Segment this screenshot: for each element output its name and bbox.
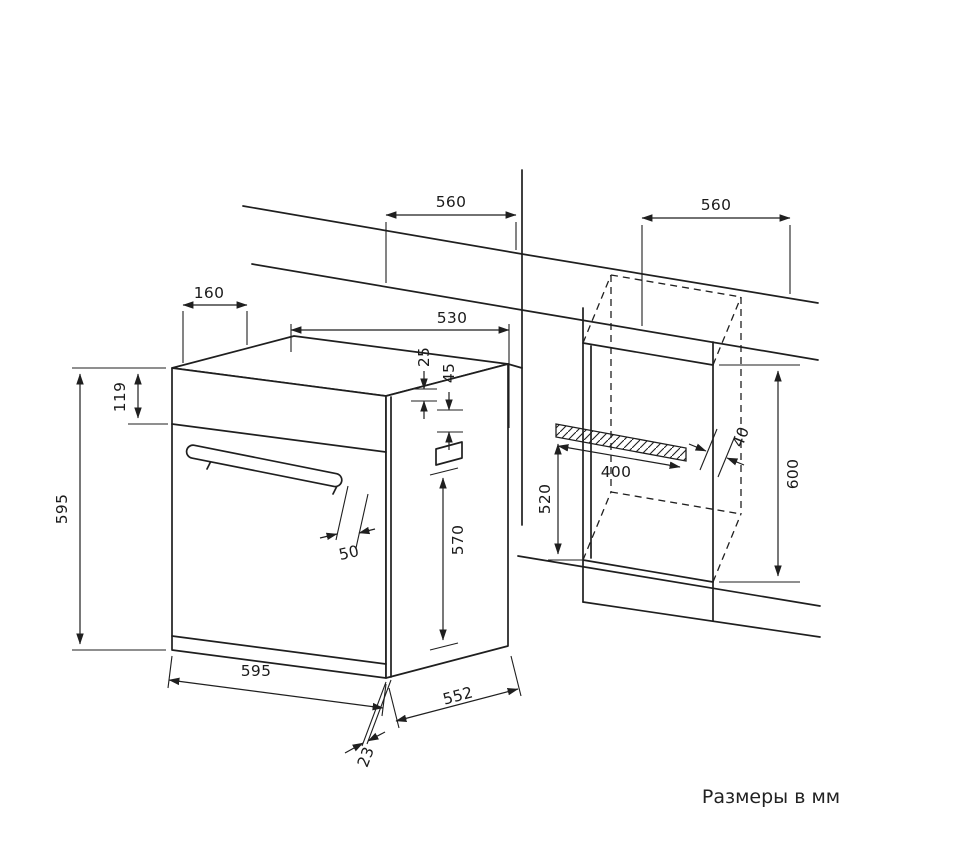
shelf-section-hatch (555, 423, 687, 462)
oven-isometric (171, 335, 523, 679)
dim-560-right: 560 (641, 196, 791, 326)
dim-560-left: 560 (385, 193, 517, 283)
dim-label-595-width: 595 (241, 662, 272, 680)
dim-570: 570 (429, 467, 467, 651)
dim-400: 400 (557, 444, 681, 481)
dim-label-45: 45 (440, 363, 458, 383)
room-corner-lines (242, 169, 819, 526)
side-anchor-cutout (435, 441, 463, 466)
dim-label-560-left: 560 (436, 193, 467, 211)
dim-25: 25 (411, 347, 437, 419)
dim-label-400: 400 (601, 463, 632, 481)
dim-595-height: 595 (53, 367, 166, 651)
floor-lines (517, 555, 821, 638)
oven-front-face (171, 367, 387, 679)
dim-label-595-height: 595 (53, 494, 71, 525)
dim-119: 119 (111, 373, 168, 425)
dim-label-160: 160 (194, 284, 225, 302)
dim-label-552: 552 (441, 683, 475, 708)
oven-handle (185, 444, 343, 488)
dim-600: 600 (719, 364, 802, 583)
dim-label-520: 520 (536, 484, 554, 515)
dim-label-530: 530 (437, 309, 468, 327)
dim-530: 530 (290, 309, 510, 428)
dim-160: 160 (182, 284, 248, 363)
dim-label-600: 600 (784, 459, 802, 490)
dim-label-50: 50 (337, 542, 361, 564)
dim-label-40: 40 (729, 424, 753, 450)
dim-label-25: 25 (415, 347, 433, 367)
dim-label-119: 119 (111, 382, 129, 413)
niche-drawing (555, 274, 742, 622)
dim-45: 45 (437, 363, 463, 450)
units-note: Размеры в мм (702, 786, 840, 808)
dim-520: 520 (536, 443, 582, 561)
dim-50: 50 (319, 485, 376, 564)
niche-hidden-edges (582, 274, 742, 583)
dim-595-width: 595 (167, 655, 387, 717)
dim-40: 40 (688, 424, 753, 478)
oven-side-face (385, 363, 509, 679)
dim-label-570: 570 (449, 525, 467, 556)
dim-23: 23 (344, 679, 392, 770)
dim-label-23: 23 (354, 744, 378, 769)
dim-label-560-right: 560 (701, 196, 732, 214)
